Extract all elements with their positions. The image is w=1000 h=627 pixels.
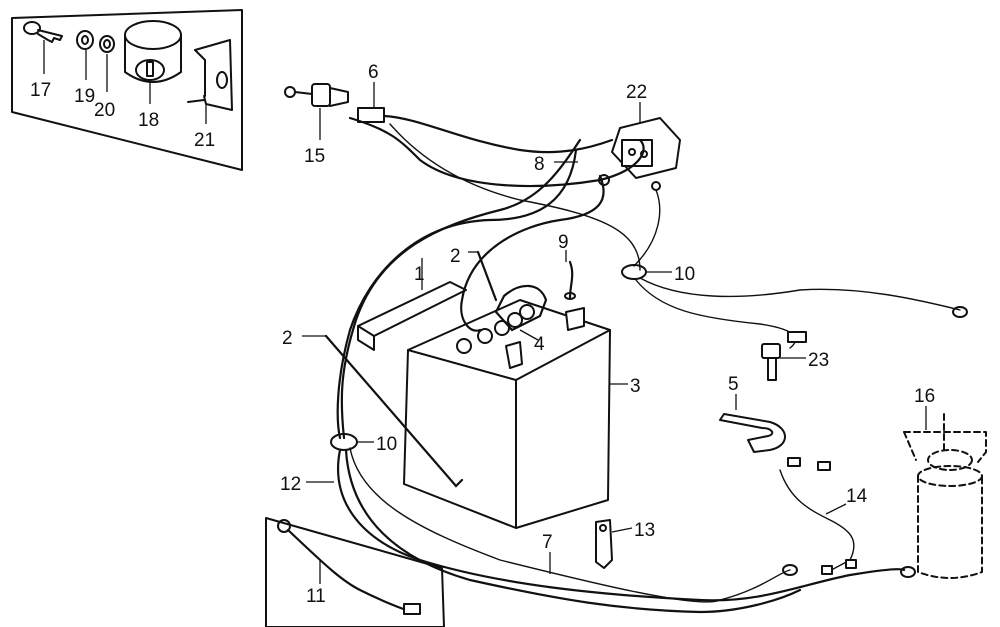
callout-16: 16	[914, 386, 935, 407]
callout-20: 20	[94, 100, 115, 121]
battery-cables	[494, 260, 576, 341]
rubber-strap	[719, 394, 786, 453]
callout-12: 12	[280, 474, 301, 495]
grommet-lower	[330, 433, 374, 451]
ignition-coil	[903, 406, 987, 579]
starter-relay	[611, 102, 681, 179]
battery-hold-bar	[357, 258, 467, 351]
bracket-part	[187, 39, 233, 111]
callout-15: 15	[304, 146, 325, 167]
callout-19: 19	[74, 86, 95, 107]
wire-clip	[595, 519, 633, 569]
lock-cylinder-part	[124, 20, 182, 83]
callout-2-left: 2	[282, 328, 293, 349]
callout-23: 23	[808, 350, 829, 371]
washer-part	[99, 35, 115, 53]
neutral-switch	[761, 331, 807, 381]
battery	[403, 299, 628, 529]
callout-8: 8	[534, 154, 545, 175]
inset-wire-11	[265, 517, 445, 627]
callout-18: 18	[138, 110, 159, 131]
callout-10-lower: 10	[376, 434, 397, 455]
callout-10-upper: 10	[674, 264, 695, 285]
callout-7: 7	[542, 532, 553, 553]
callout-3: 3	[630, 376, 641, 397]
ignition-switch	[284, 83, 349, 140]
wire-terminals	[598, 174, 968, 578]
callout-11: 11	[306, 586, 326, 607]
callout-4: 4	[534, 334, 545, 355]
callout-17: 17	[30, 80, 51, 101]
hold-rod-left	[302, 334, 464, 488]
nut-part	[76, 30, 94, 50]
callout-6: 6	[368, 62, 379, 83]
callout-14: 14	[846, 486, 868, 507]
callout-labels: 17 19 20 18 21 6 15 22 8 2 9 10 1 2 4 23…	[30, 62, 935, 607]
connector-6	[357, 82, 385, 123]
wiring-harness	[336, 114, 961, 614]
callout-5: 5	[728, 374, 739, 395]
callout-13: 13	[634, 520, 655, 541]
inset-ignition-parts	[11, 9, 243, 171]
callout-1: 1	[414, 264, 425, 285]
callout-9: 9	[558, 232, 569, 253]
key-part	[23, 21, 63, 43]
callout-21: 21	[194, 130, 215, 151]
callout-22: 22	[626, 82, 647, 103]
grommet-upper	[621, 264, 672, 280]
callout-2-top: 2	[450, 246, 461, 267]
